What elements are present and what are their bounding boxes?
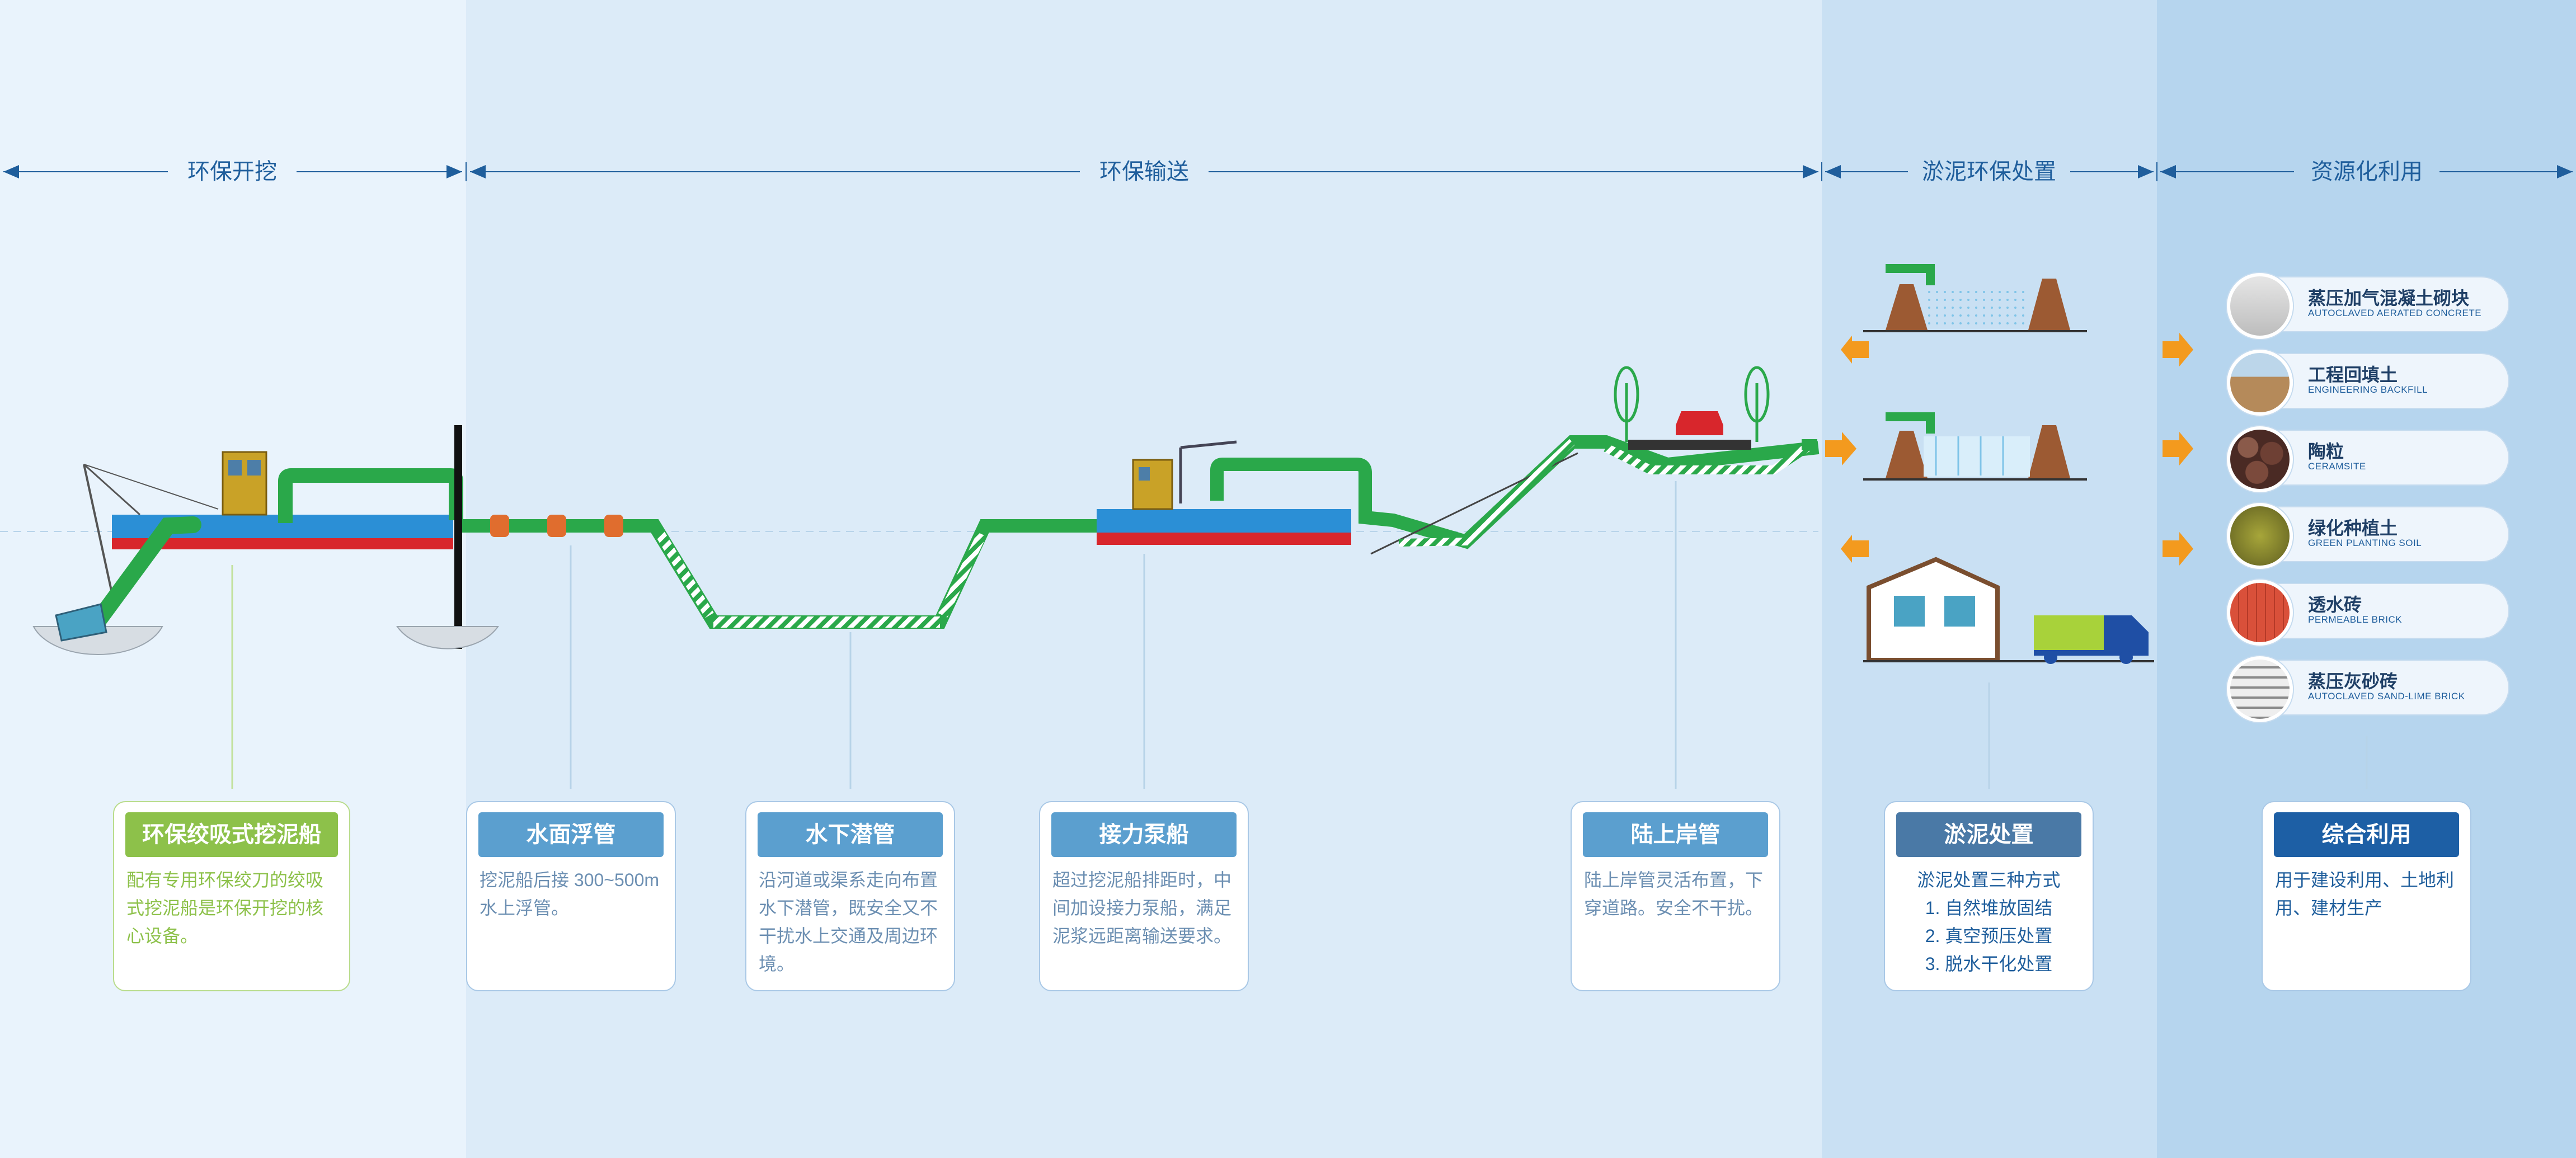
card-title: 水下潜管 bbox=[758, 812, 943, 857]
resource-name-en: PERMEABLE BRICK bbox=[2308, 614, 2403, 625]
card-title: 淤泥处置 bbox=[1896, 812, 2081, 857]
ceramsite-icon bbox=[2227, 426, 2293, 492]
resource-name: 陶粒 bbox=[2308, 441, 2344, 462]
floats bbox=[490, 515, 623, 537]
resource-name-en: AUTOCLAVED AERATED CONCRETE bbox=[2308, 308, 2482, 318]
card-title: 环保绞吸式挖泥船 bbox=[125, 812, 338, 857]
pipeline bbox=[462, 519, 1099, 629]
card-dredger: 环保绞吸式挖泥船 配有专用环保绞刀的绞吸式挖泥船是环保开挖的核心设备。 bbox=[113, 801, 350, 991]
leader-lines bbox=[231, 481, 2368, 789]
resource-name: 蒸压灰砂砖 bbox=[2308, 671, 2398, 691]
resource-name-en: CERAMSITE bbox=[2308, 461, 2366, 472]
disposal-vacuum-preloading bbox=[1863, 412, 2087, 481]
stage-label-utilization: 资源化利用 bbox=[2311, 159, 2423, 184]
card-body: 超过挖泥船排距时，中间加设接力泵船，满足泥浆远距离输送要求。 bbox=[1052, 870, 1232, 946]
sludge-intro: 淤泥处置三种方式 bbox=[1917, 870, 2061, 890]
resource-name: 绿化种植土 bbox=[2308, 518, 2398, 538]
aerated-concrete-icon bbox=[2227, 273, 2293, 339]
card-title: 水面浮管 bbox=[478, 812, 664, 857]
stage-label-excavation: 环保开挖 bbox=[187, 159, 277, 184]
card-body: 配有专用环保绞刀的绞吸式挖泥船是环保开挖的核心设备。 bbox=[126, 870, 324, 946]
resource-item: 陶粒 CERAMSITE bbox=[2227, 426, 2509, 492]
resource-name-en: AUTOCLAVED SAND-LIME BRICK bbox=[2308, 691, 2465, 702]
resource-item: 蒸压加气混凝土砌块 AUTOCLAVED AERATED CONCRETE bbox=[2227, 273, 2509, 339]
resource-name: 蒸压加气混凝土砌块 bbox=[2308, 288, 2470, 308]
card-land-pipe: 陆上岸管 陆上岸管灵活布置，下穿道路。安全不干扰。 bbox=[1571, 801, 1780, 991]
resource-name: 透水砖 bbox=[2308, 595, 2362, 615]
flow-arrows bbox=[1825, 333, 2193, 566]
sludge-method: 3. 脱水干化处置 bbox=[1925, 954, 2053, 974]
stage-label-transport: 环保输送 bbox=[1099, 159, 1189, 184]
resource-item: 透水砖 PERMEABLE BRICK bbox=[2227, 580, 2509, 646]
card-sludge-disposal: 淤泥处置 淤泥处置三种方式 1. 自然堆放固结 2. 真空预压处置 3. 脱水干… bbox=[1884, 801, 2094, 991]
card-relay-pump: 接力泵船 超过挖泥船排距时，中间加设接力泵船，满足泥浆远距离输送要求。 bbox=[1039, 801, 1249, 991]
land-pipe-area bbox=[1604, 366, 1817, 474]
card-title: 综合利用 bbox=[2274, 812, 2459, 857]
stage-dimension-lines bbox=[3, 162, 2573, 181]
card-body: 用于建设利用、土地利用、建材生产 bbox=[2275, 870, 2455, 918]
disposal-dewatering-plant bbox=[1863, 557, 2154, 664]
resource-name: 工程回填土 bbox=[2308, 365, 2398, 385]
backfill-icon bbox=[2227, 350, 2293, 416]
sludge-method: 2. 真空预压处置 bbox=[1925, 926, 2053, 946]
resource-name-en: ENGINEERING BACKFILL bbox=[2308, 384, 2428, 395]
dredger-ship bbox=[32, 425, 499, 656]
relay-pump-ship bbox=[1097, 435, 1820, 555]
stage-label-disposal: 淤泥环保处置 bbox=[1922, 159, 2056, 184]
sludge-method: 1. 自然堆放固结 bbox=[1925, 898, 2053, 918]
card-submerged-pipe: 水下潜管 沿河道或渠系走向布置水下潜管，既安全又不干扰水上交通及周边环境。 bbox=[745, 801, 955, 991]
permeable-brick-icon bbox=[2227, 580, 2293, 646]
card-title: 接力泵船 bbox=[1051, 812, 1237, 857]
card-body: 陆上岸管灵活布置，下穿道路。安全不干扰。 bbox=[1584, 870, 1764, 918]
planting-soil-icon bbox=[2227, 503, 2293, 569]
card-utilization: 综合利用 用于建设利用、土地利用、建材生产 bbox=[2262, 801, 2471, 991]
resource-item: 工程回填土 ENGINEERING BACKFILL bbox=[2227, 350, 2509, 416]
resource-item: 绿化种植土 GREEN PLANTING SOIL bbox=[2227, 503, 2509, 569]
card-title: 陆上岸管 bbox=[1583, 812, 1768, 857]
card-floating-pipe: 水面浮管 挖泥船后接 300~500m 水上浮管。 bbox=[466, 801, 676, 991]
card-body: 沿河道或渠系走向布置水下潜管，既安全又不干扰水上交通及周边环境。 bbox=[759, 870, 938, 974]
resource-item: 蒸压灰砂砖 AUTOCLAVED SAND-LIME BRICK bbox=[2227, 656, 2509, 722]
sand-lime-brick-icon bbox=[2227, 656, 2293, 722]
resource-name-en: GREEN PLANTING SOIL bbox=[2308, 538, 2422, 548]
card-body: 挖泥船后接 300~500m 水上浮管。 bbox=[480, 870, 660, 918]
card-body: 淤泥处置三种方式 1. 自然堆放固结 2. 真空预压处置 3. 脱水干化处置 bbox=[1897, 866, 2080, 978]
disposal-natural-consolidation bbox=[1863, 264, 2087, 332]
